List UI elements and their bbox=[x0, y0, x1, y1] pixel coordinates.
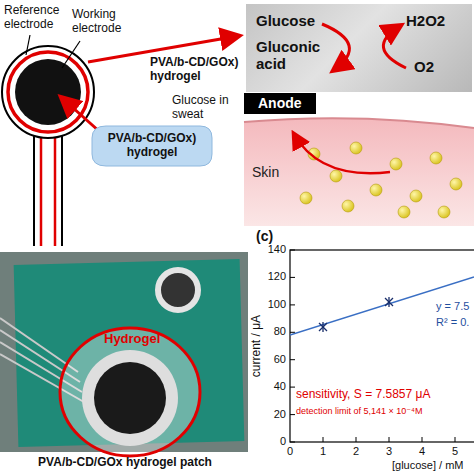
chart-annotation: y = 7.5 bbox=[436, 300, 469, 313]
photo-label: Hydrogel bbox=[104, 332, 160, 347]
tick-label: 60 bbox=[256, 353, 286, 366]
anode-box: Anode bbox=[244, 93, 316, 114]
tick-label: 40 bbox=[256, 380, 286, 393]
part-label: Working electrode bbox=[72, 8, 136, 36]
part-label: Glucose in sweat bbox=[172, 94, 238, 122]
tick-label: 140 bbox=[256, 243, 286, 256]
tick-label: 1 bbox=[313, 445, 333, 458]
node-text: PVA/b-CD/GOx) hydrogel bbox=[102, 132, 202, 160]
sem-panel: GlucoseGluconic acid H2O2O2 bbox=[246, 4, 472, 92]
axis-title: [glucose] / mM bbox=[392, 459, 464, 472]
calibration-chart bbox=[290, 250, 474, 442]
tick-label: 4 bbox=[412, 445, 432, 458]
node-text: Glucose bbox=[256, 12, 315, 29]
tick-label: 20 bbox=[256, 408, 286, 421]
tick-label: 5 bbox=[445, 445, 465, 458]
panel-letter: (c) bbox=[256, 228, 273, 244]
axis-title: current / μA bbox=[250, 315, 264, 377]
part-label: PVA/b-CD/GOx) hydrogel bbox=[150, 56, 244, 84]
chart-annotation: R² = 0. bbox=[436, 316, 469, 329]
tick-label: 100 bbox=[256, 298, 286, 311]
chart-annotation: detection limit of 5,141 × 10⁻⁴M bbox=[296, 406, 422, 416]
part-label: Reference electrode bbox=[4, 4, 66, 32]
tick-label: 80 bbox=[256, 325, 286, 338]
photo-caption: PVA/b-CD/GOx hydrogel patch bbox=[0, 456, 250, 470]
tick-label: 3 bbox=[379, 445, 399, 458]
patch-photo bbox=[0, 252, 248, 456]
tick-label: 120 bbox=[256, 270, 286, 283]
node-text: Gluconic acid bbox=[256, 38, 336, 73]
tick-label: 0 bbox=[280, 445, 300, 458]
chart-annotation: sensitivity, S = 7.5857 μA bbox=[296, 388, 430, 402]
tick-label: 0 bbox=[256, 435, 286, 448]
node-text: Skin bbox=[252, 164, 279, 180]
node-text: O2 bbox=[414, 58, 434, 75]
node-text: H2O2 bbox=[406, 12, 445, 29]
tick-label: 2 bbox=[346, 445, 366, 458]
node-text: Anode bbox=[258, 95, 302, 111]
hydrogel-blob: PVA/b-CD/GOx) hydrogel bbox=[92, 126, 212, 166]
skin-region: Skin bbox=[244, 114, 474, 226]
